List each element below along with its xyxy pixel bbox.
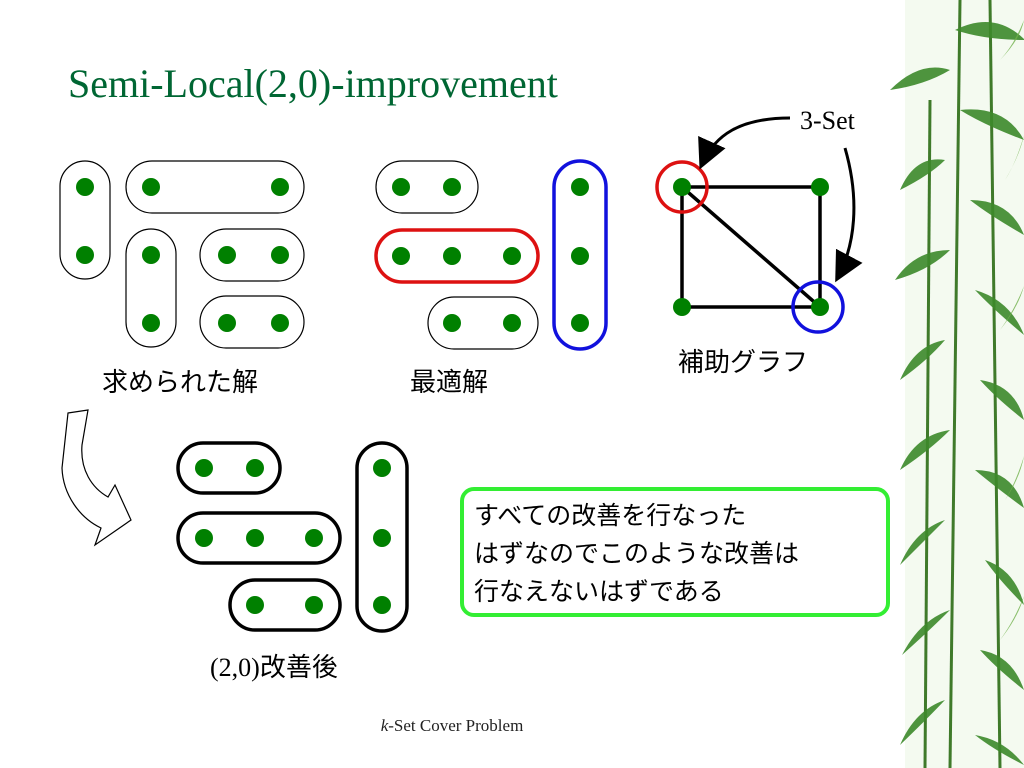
arrow-to-red-node — [702, 118, 790, 164]
element-node — [246, 459, 264, 477]
element-node — [76, 178, 94, 196]
element-node — [142, 178, 160, 196]
optimal-solution-diagram — [376, 161, 606, 349]
caption-after-prefix: (2,0) — [210, 653, 260, 682]
graph-node — [673, 178, 691, 196]
note-line: はずなのでこのような改善は — [474, 535, 876, 573]
element-node — [218, 314, 236, 332]
transition-arrow — [62, 410, 131, 545]
caption-after-suffix: 改善後 — [260, 653, 338, 683]
caption-auxiliary-graph: 補助グラフ — [678, 342, 808, 379]
found-solution-diagram — [60, 161, 304, 348]
footer-rest: -Set Cover Problem — [388, 716, 523, 735]
set-outline — [178, 443, 280, 493]
element-node — [571, 178, 589, 196]
improved-solution-diagram — [178, 443, 407, 631]
element-node — [571, 314, 589, 332]
label-3-set: 3-Set — [800, 106, 855, 136]
element-node — [373, 529, 391, 547]
element-node — [246, 529, 264, 547]
caption-after-improvement: (2,0)改善後 — [210, 647, 338, 684]
element-node — [392, 247, 410, 265]
element-node — [305, 529, 323, 547]
slide-footer: k-Set Cover Problem — [0, 716, 904, 736]
element-node — [271, 246, 289, 264]
element-node — [373, 459, 391, 477]
element-node — [271, 178, 289, 196]
element-node — [76, 246, 94, 264]
caption-found-solution: 求められた解 — [102, 362, 258, 399]
element-node — [392, 178, 410, 196]
element-node — [373, 596, 391, 614]
element-node — [443, 247, 461, 265]
arrow-to-blue-node — [838, 148, 854, 277]
element-node — [142, 314, 160, 332]
element-node — [195, 459, 213, 477]
note-line: すべての改善を行なった — [474, 497, 876, 535]
element-node — [218, 246, 236, 264]
element-node — [246, 596, 264, 614]
set-outline — [376, 161, 478, 213]
element-node — [195, 529, 213, 547]
caption-optimal-solution: 最適解 — [410, 362, 488, 399]
graph-node — [811, 298, 829, 316]
graph-node — [811, 178, 829, 196]
element-node — [305, 596, 323, 614]
element-node — [271, 314, 289, 332]
element-node — [142, 246, 160, 264]
element-node — [443, 314, 461, 332]
element-node — [443, 178, 461, 196]
element-node — [503, 247, 521, 265]
graph-node — [673, 298, 691, 316]
note-line: 行なえないはずである — [474, 573, 876, 611]
element-node — [571, 247, 589, 265]
auxiliary-graph-diagram — [657, 118, 854, 332]
explanation-note: すべての改善を行なった はずなのでこのような改善は 行なえないはずである — [460, 487, 890, 617]
element-node — [503, 314, 521, 332]
